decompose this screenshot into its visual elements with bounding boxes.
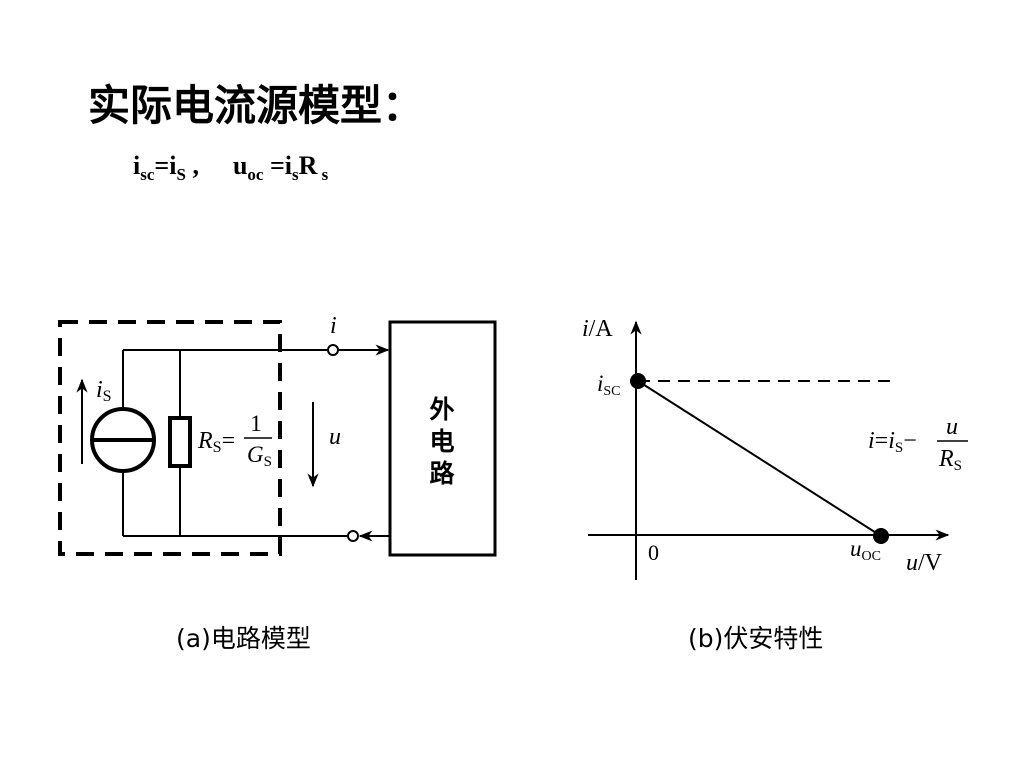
isc-label: iSC <box>597 371 621 399</box>
external-circuit-char-2: 电 <box>429 427 454 456</box>
formula-isc: isc <box>133 151 155 185</box>
terminal-top <box>327 344 339 356</box>
resistor-label: RS= 1 GS <box>197 411 272 470</box>
current-label: i <box>330 313 337 339</box>
external-circuit-char-3: 路 <box>429 459 455 488</box>
circuit-model: iS RS= 1 GS i u 外 电 路 (a)电路模型 <box>58 313 497 653</box>
svg-text:i=iS−: i=iS− <box>868 428 917 456</box>
external-circuit-box <box>388 320 497 557</box>
x-axis-label: u/V <box>906 550 943 576</box>
characteristic-line <box>637 380 882 537</box>
page-title: 实际电流源模型： <box>88 81 425 130</box>
svg-text:1: 1 <box>250 411 262 436</box>
terminal-bottom <box>347 530 359 542</box>
formula-separator: , <box>185 151 199 180</box>
vi-graph: i/A u/V 0 iSC uOC i=iS− u RS (b)伏安特性 <box>582 316 968 653</box>
voltage-label: u <box>329 424 341 450</box>
origin-label: 0 <box>648 540 659 565</box>
svg-text:RS: RS <box>938 446 962 474</box>
uoc-label: uOC <box>850 536 881 564</box>
formula-line: isc=iS ,uoc =isR s <box>133 151 328 185</box>
svg-text:GS: GS <box>247 442 272 470</box>
source-enclosure-dashed <box>58 320 282 556</box>
isc-point <box>630 373 646 389</box>
formula-equals-2: = <box>263 151 285 180</box>
caption-circuit: (a)电路模型 <box>176 624 311 653</box>
formula-equals: = <box>154 151 170 180</box>
external-circuit-char-1: 外 <box>429 395 454 424</box>
formula-is: iS <box>169 151 186 185</box>
formula-isrs: isR s <box>284 151 329 185</box>
resistor <box>168 416 192 468</box>
uoc-point <box>873 528 889 544</box>
caption-graph: (b)伏安特性 <box>688 624 823 653</box>
svg-text:RS=: RS= <box>197 428 235 456</box>
circuit-wires <box>122 349 348 537</box>
line-equation: i=iS− u RS <box>868 414 968 474</box>
y-axis-label: i/A <box>582 316 613 342</box>
current-source <box>90 407 156 473</box>
source-current-label: iS <box>96 377 112 405</box>
svg-text:u: u <box>946 414 958 440</box>
formula-uoc: uoc <box>232 151 264 185</box>
